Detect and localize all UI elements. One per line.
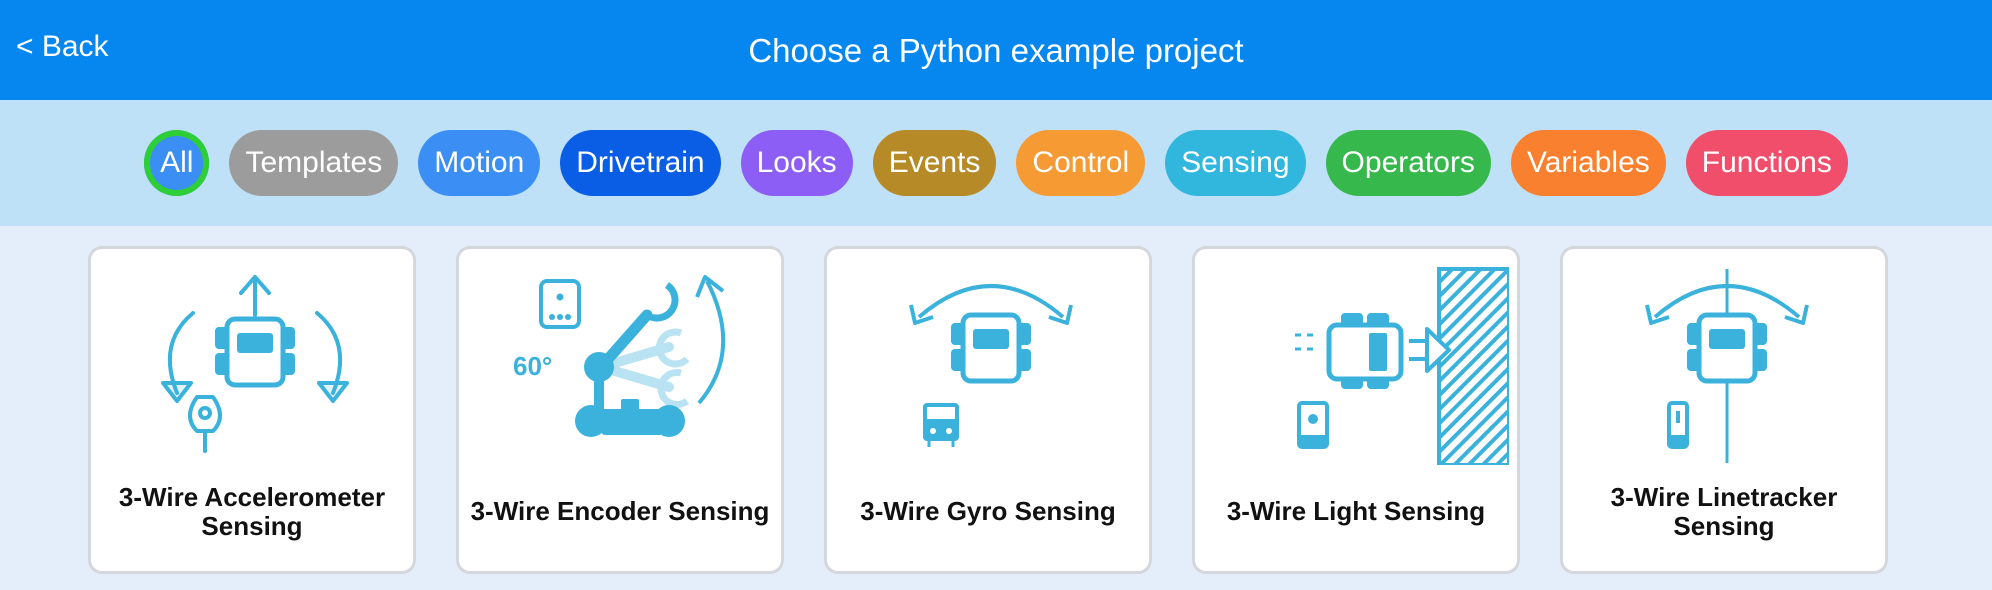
category-filter-bar: All Templates Motion Drivetrain Looks Ev… <box>0 100 1992 226</box>
category-chips: All Templates Motion Drivetrain Looks Ev… <box>0 130 1992 196</box>
top-bar: < Back Choose a Python example project <box>0 0 1992 100</box>
encoder-arm-icon: 60° <box>513 275 726 437</box>
filter-chip-functions[interactable]: Functions <box>1685 130 1848 196</box>
light-sensor-robot-icon <box>1295 267 1509 465</box>
page-title: Choose a Python example project <box>748 32 1244 69</box>
project-card-encoder[interactable]: 60° 3-Wire Encoder Sensing <box>456 246 784 574</box>
project-label: 3-Wire Linetracker Sensing <box>1610 481 1838 541</box>
filter-chip-templates[interactable]: Templates <box>229 130 399 196</box>
project-card-accelerometer[interactable]: 3-Wire Accelerometer Sensing <box>88 246 416 574</box>
accelerometer-robot-icon <box>161 275 349 453</box>
filter-chip-operators[interactable]: Operators <box>1325 130 1491 196</box>
gyro-robot-icon <box>909 284 1073 447</box>
filter-chip-events[interactable]: Events <box>872 130 997 196</box>
filter-chip-looks[interactable]: Looks <box>740 130 853 196</box>
filter-chip-motion[interactable]: Motion <box>418 130 541 196</box>
project-card-linetracker[interactable]: 3-Wire Linetracker Sensing <box>1560 246 1888 574</box>
project-card-gyro[interactable]: 3-Wire Gyro Sensing <box>824 246 1152 574</box>
filter-chip-control[interactable]: Control <box>1016 130 1146 196</box>
project-label: 3-Wire Encoder Sensing <box>470 496 770 527</box>
angle-text: 60° <box>513 351 552 381</box>
filter-chip-drivetrain[interactable]: Drivetrain <box>560 130 721 196</box>
filter-chip-variables[interactable]: Variables <box>1510 130 1666 196</box>
filter-chip-all[interactable]: All <box>144 130 210 196</box>
linetracker-robot-icon <box>1645 269 1809 463</box>
back-button[interactable]: < Back <box>16 30 109 63</box>
project-label: 3-Wire Gyro Sensing <box>860 496 1116 527</box>
project-label: 3-Wire Accelerometer Sensing <box>118 481 386 541</box>
project-label: 3-Wire Light Sensing <box>1226 496 1486 527</box>
filter-chip-sensing[interactable]: Sensing <box>1165 130 1306 196</box>
project-card-light[interactable]: 3-Wire Light Sensing <box>1192 246 1520 574</box>
